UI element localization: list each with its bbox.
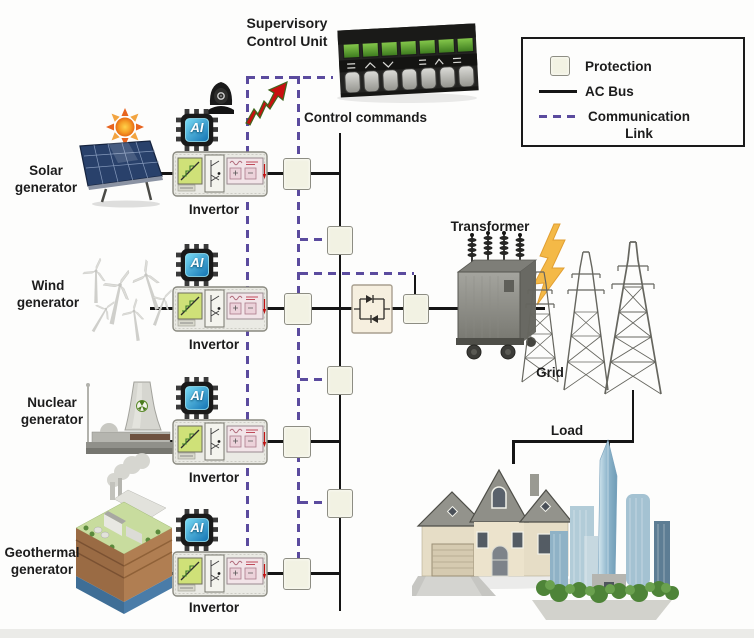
ai-chip-text: AI [190, 255, 204, 270]
switch-comm-stub [413, 275, 416, 295]
solar-label-line2: generator [14, 180, 78, 195]
grid-towers-illustration [521, 241, 662, 395]
main-output-line [340, 307, 545, 310]
legend-protection-text: Protection [585, 59, 652, 74]
static-switch [351, 284, 393, 334]
comm-stub-bus1 [300, 238, 328, 241]
comm-line-scu-top [247, 76, 333, 79]
nuclear-generator-label: Nuclear generator [8, 394, 96, 428]
ai-chip-icon: AI [176, 509, 218, 551]
legend-protection-swatch [550, 56, 570, 76]
attack-arrow-icon [245, 80, 288, 126]
inverter-text-wind: Invertor [188, 337, 240, 352]
protection-box-wind [284, 293, 312, 325]
transformer-illustration [456, 231, 538, 360]
legend-comm-text-line1: Communication [587, 109, 690, 124]
geothermal-generator-label: Geothermal generator [0, 544, 88, 578]
legend-ac-bus-swatch [539, 90, 577, 93]
bottom-edge-strip [0, 629, 754, 638]
ai-chip-icon: AI [176, 244, 218, 286]
grid-text: Grid [536, 365, 564, 380]
inverter-block-wind [172, 286, 268, 332]
inverter-text-geothermal: Invertor [188, 600, 240, 615]
hacker-icon [208, 82, 234, 114]
legend-ac-bus-label: AC Bus [585, 83, 705, 100]
inverter-label-nuclear: Invertor [176, 469, 252, 486]
legend-comm-text-line2: Link [625, 126, 653, 141]
nuclear-label-line1: Nuclear [27, 395, 77, 410]
grid-to-load-line [631, 390, 635, 441]
control-commands-text: Control commands [304, 110, 428, 125]
scu-label-line2: Control Unit [246, 32, 328, 49]
legend: Protection AC Bus Communication Link [521, 37, 745, 147]
geothermal-plant-illustration [75, 453, 173, 614]
protection-box-bus1 [327, 226, 353, 255]
inverter-label-wind: Invertor [176, 336, 252, 353]
lightning-icon [533, 223, 566, 306]
protection-box-switch [403, 294, 429, 324]
ai-chip-text: AI [190, 388, 204, 403]
city-buildings-illustration [532, 439, 679, 620]
comm-line-protections [297, 76, 300, 576]
protection-box-geothermal [283, 558, 311, 590]
legend-comm-label: Communication Link [585, 108, 693, 142]
load-text: Load [550, 423, 584, 438]
nuclear-label-line2: generator [20, 412, 84, 427]
comm-stub-bus3 [300, 501, 328, 504]
protection-box-solar [283, 158, 311, 190]
legend-comm-swatch [539, 115, 577, 118]
ai-chip-text: AI [190, 120, 204, 135]
solar-panel-illustration [79, 140, 163, 208]
inverter-label-geothermal: Invertor [176, 599, 252, 616]
load-label: Load [535, 422, 599, 439]
protection-box-bus2 [327, 366, 353, 395]
inverter-block-solar [172, 151, 268, 197]
ai-chip-icon: AI [176, 109, 218, 151]
grid-label: Grid [520, 364, 580, 381]
nuclear-plant-illustration [86, 381, 174, 454]
wind-generator-label: Wind generator [4, 277, 92, 311]
load-branch-line [513, 440, 634, 443]
solar-generator-label: Solar generator [2, 162, 90, 196]
inverter-label-solar: Invertor [176, 201, 252, 218]
comm-stub-bus2 [300, 378, 328, 381]
house-illustration [412, 468, 579, 596]
scu-label-line1: Supervisory [246, 15, 328, 31]
inverter-block-nuclear [172, 419, 268, 465]
legend-ac-bus-text: AC Bus [585, 84, 634, 99]
transformer-label: Transformer [440, 218, 540, 235]
server-rack-illustration [337, 23, 479, 103]
control-commands-label: Control commands [304, 109, 444, 126]
ai-chip-text: AI [190, 520, 204, 535]
house-drop-line [512, 440, 515, 464]
comm-line-switch [300, 272, 414, 275]
protection-box-bus3 [327, 489, 353, 518]
solar-label-line1: Solar [29, 163, 63, 178]
legend-protection-label: Protection [585, 58, 705, 75]
wind-label-line1: Wind [31, 278, 65, 293]
geothermal-label-line2: generator [10, 562, 74, 577]
transformer-text: Transformer [450, 219, 530, 234]
geothermal-label-line1: Geothermal [4, 545, 80, 560]
inverter-text-solar: Invertor [188, 202, 240, 217]
inverter-text-nuclear: Invertor [188, 470, 240, 485]
sun-icon [106, 108, 144, 146]
wind-label-line2: generator [16, 295, 80, 310]
protection-box-nuclear [283, 426, 311, 458]
ai-chip-icon: AI [176, 377, 218, 419]
supervisory-control-unit-label: Supervisory Control Unit [237, 15, 337, 50]
inverter-block-geothermal [172, 551, 268, 597]
